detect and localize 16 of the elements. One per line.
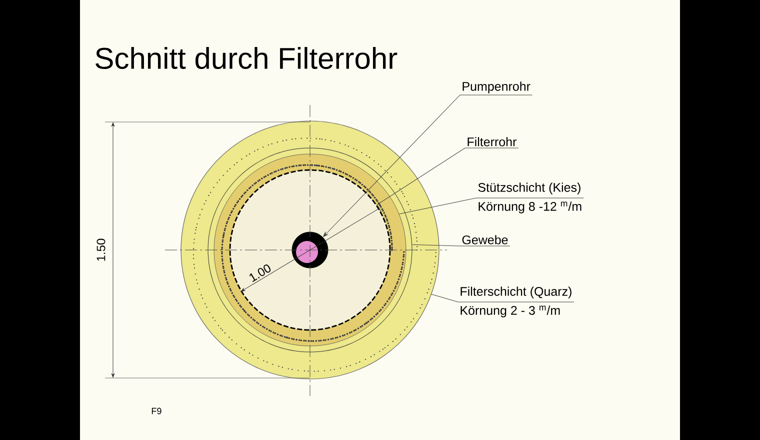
leader-line <box>323 94 532 237</box>
leader-line <box>376 148 519 206</box>
callout-label: Filterschicht (Quarz) Körnung 2 - 3 $^{m}$/m <box>460 286 572 318</box>
callout-label: Pumpenrohr <box>462 82 530 94</box>
title: Schnitt durch Filterrohr <box>96 46 398 70</box>
leader-line <box>412 244 510 246</box>
callout-label: Filterrohr <box>468 137 516 146</box>
callout-label: Stützschicht (Kies) Körnung 8 -12 $^{m}$/m <box>478 182 582 214</box>
dimension-label: 1.00 <box>249 264 271 282</box>
pump-pipe-circle <box>292 232 328 268</box>
leader-line <box>398 198 584 214</box>
leader-line <box>431 294 574 302</box>
figure-number: F9 <box>152 408 162 414</box>
filter-pipe-circle <box>229 169 391 331</box>
dimension-label: 1.50 <box>96 238 106 261</box>
callout-label: Gewebe <box>462 235 508 244</box>
